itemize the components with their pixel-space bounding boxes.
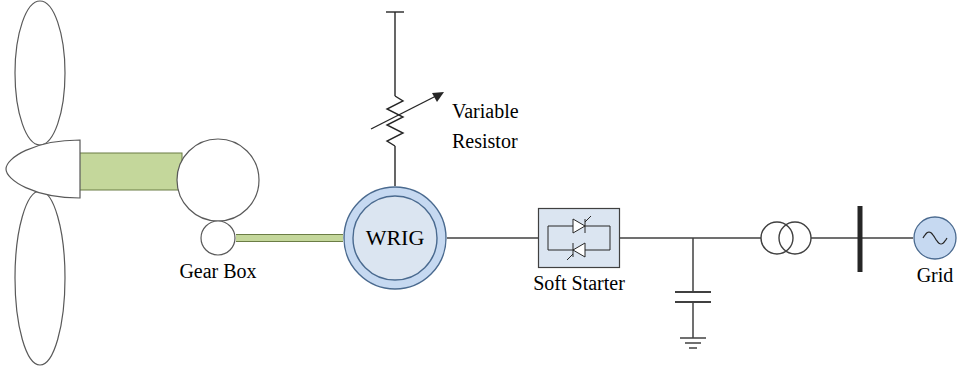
resistor-symbol xyxy=(371,12,444,186)
node-label: WRIG xyxy=(366,225,425,251)
blade xyxy=(15,1,65,145)
node-caption: Grid xyxy=(917,263,954,287)
gear-box: Gear Box xyxy=(128,220,308,283)
bus-bar xyxy=(858,206,863,272)
shape-outline xyxy=(913,216,957,260)
transformer-symbol xyxy=(761,222,811,254)
stator-ring xyxy=(344,187,446,289)
generator-circle-outline: WRIG xyxy=(343,186,447,290)
rotor-circle xyxy=(353,196,437,280)
source-circle xyxy=(914,217,956,259)
shape-outline xyxy=(538,208,620,268)
soft-starter-box: Soft Starter xyxy=(489,208,669,295)
node-caption: Soft Starter xyxy=(533,271,625,295)
hub xyxy=(6,140,80,198)
gear-circle xyxy=(201,221,235,255)
sine-symbol xyxy=(923,232,947,244)
generator-circle: WRIG xyxy=(305,186,485,290)
component-label: Variable Resistor xyxy=(452,96,552,156)
grid-source-outline xyxy=(913,216,957,260)
node-caption: Gear Box xyxy=(179,259,256,283)
capacitor-symbol xyxy=(675,238,711,348)
gear-box-outline xyxy=(200,220,236,256)
grid-source: Grid xyxy=(845,216,969,287)
soft-starter-box-outline xyxy=(538,208,620,268)
gear-wheel xyxy=(177,139,259,221)
connector-line xyxy=(447,237,538,239)
shape-outline xyxy=(200,220,236,256)
drive-shaft xyxy=(236,238,343,239)
thyristor-symbol xyxy=(548,216,610,260)
wire xyxy=(620,237,913,239)
main-shaft xyxy=(76,153,182,190)
blade xyxy=(15,191,65,365)
starter-box xyxy=(539,209,620,268)
connector-line xyxy=(236,234,343,242)
shaft-fill xyxy=(236,235,343,241)
power-line xyxy=(447,238,538,239)
